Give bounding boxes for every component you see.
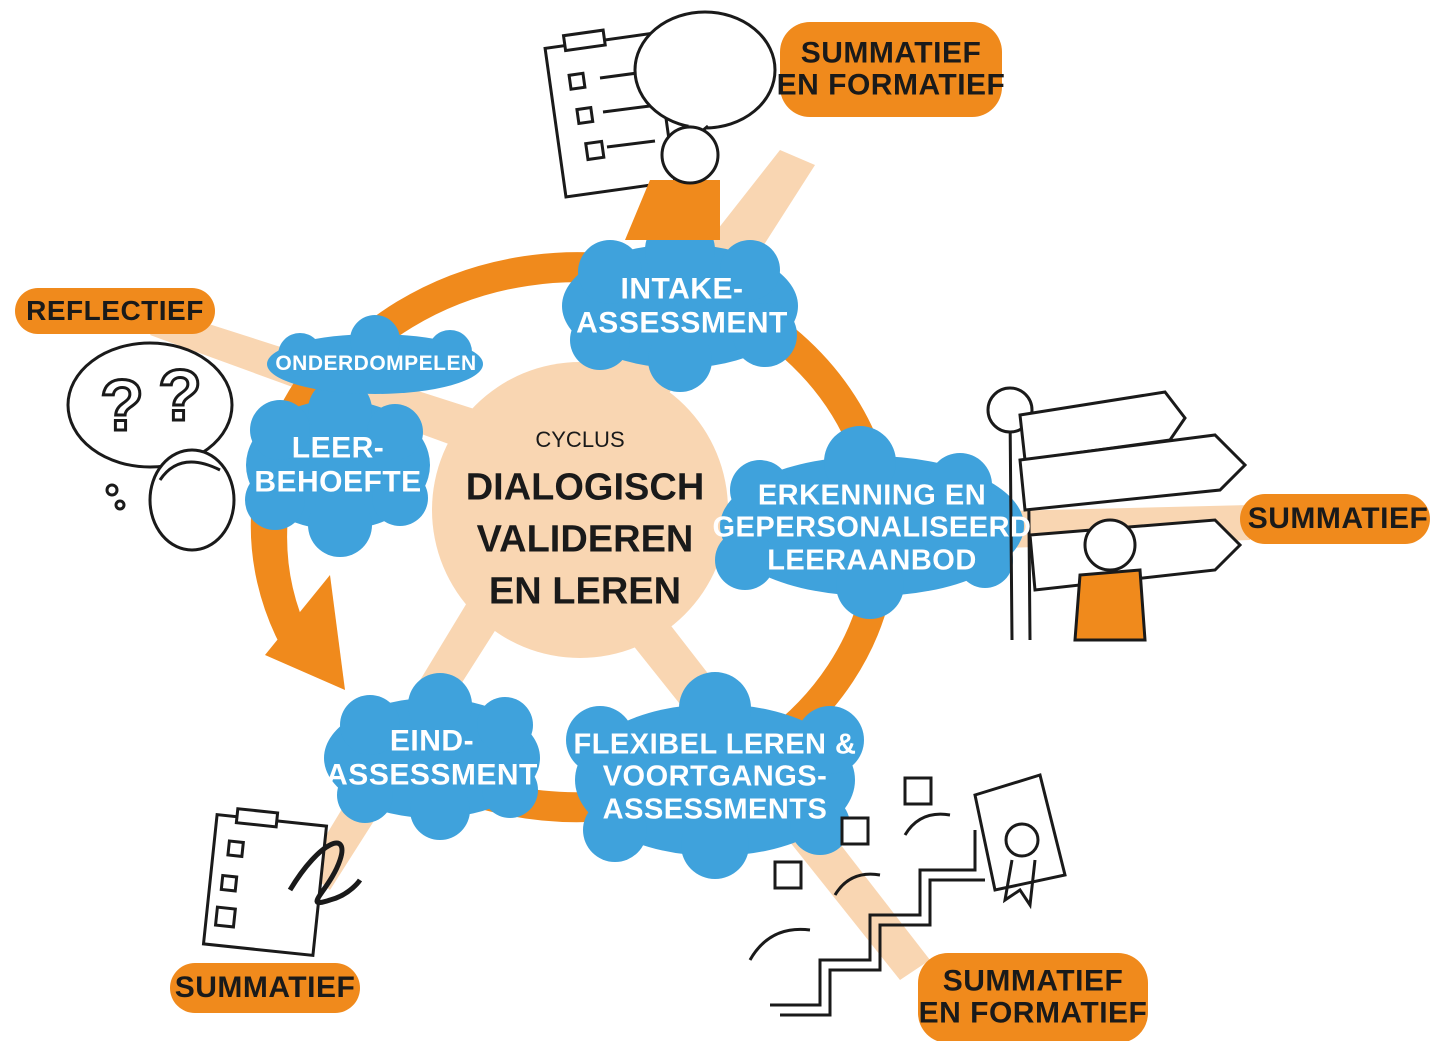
tag-top-right-line-1: SUMMATIEF <box>800 36 982 70</box>
center-title-line-1: DIALOGISCH <box>465 466 705 509</box>
stage-leerbehoefte-line-1: LEER- <box>291 431 385 465</box>
cloud-erkenning <box>715 426 1024 619</box>
cloud-flexibel <box>566 672 864 879</box>
clipboard-speech-bubble-icon <box>543 10 777 240</box>
tag-left-pill <box>15 288 215 334</box>
tag-bottom-right-line-1: SUMMATIEF <box>942 964 1124 998</box>
tag-top-right-pill <box>780 22 1002 117</box>
stage-erkenning-line-1: ERKENNING EN <box>757 479 987 512</box>
staircase-certificate-icon <box>748 773 1067 1017</box>
clipboard-signature-icon <box>201 807 363 958</box>
stage-flexibel-label: FLEXIBEL LEREN & VOORTGANGS- ASSESSMENTS <box>574 728 857 825</box>
stage-eind-line-1: EIND- <box>389 724 475 758</box>
stage-eind-label: EIND- ASSESSMENT <box>326 724 538 791</box>
cloud-leerbehoefte <box>245 378 430 557</box>
tag-top-right-line-2: EN FORMATIEF <box>776 69 1006 102</box>
thinking-person-icon: ? ? <box>66 341 236 552</box>
tag-top-right: SUMMATIEF EN FORMATIEF <box>776 36 1006 103</box>
tag-bottom-left: SUMMATIEF <box>174 970 356 1004</box>
cycle-arrowhead <box>265 575 345 690</box>
tag-right: SUMMATIEF <box>1247 501 1429 535</box>
tag-pills <box>15 22 1430 1043</box>
center-title-line-2: VALIDEREN <box>476 518 694 561</box>
tag-bottom-right: SUMMATIEF EN FORMATIEF <box>918 964 1148 1031</box>
stage-onderdompelen-line-1: ONDERDOMPELEN <box>275 352 477 376</box>
tag-bottom-right-line-2: EN FORMATIEF <box>918 997 1148 1030</box>
cloud-eind <box>324 673 540 840</box>
stage-flexibel-line-3: ASSESSMENTS <box>602 793 828 826</box>
svg-text:?: ? <box>158 356 202 436</box>
tag-right-pill <box>1240 494 1430 544</box>
tag-right-line-1: SUMMATIEF <box>1247 501 1429 535</box>
tag-bottom-left-pill <box>170 963 360 1013</box>
stage-intake-line-2: ASSESSMENT <box>576 306 788 339</box>
stage-intake-label: INTAKE- ASSESSMENT <box>576 272 788 339</box>
stage-erkenning-label: ERKENNING EN GEPERSONALISEERD LEERAANBOD <box>713 479 1032 576</box>
tag-bottom-left-line-1: SUMMATIEF <box>174 970 356 1004</box>
signpost-person-icon <box>986 386 1248 642</box>
stage-intake-line-1: INTAKE- <box>620 272 744 306</box>
tag-bottom-right-pill <box>918 953 1148 1043</box>
stage-flexibel-line-1: FLEXIBEL LEREN & <box>573 728 857 761</box>
stage-leerbehoefte-label: LEER- BEHOEFTE <box>254 431 421 498</box>
stage-onderdompelen-label: ONDERDOMPELEN <box>275 352 476 376</box>
stage-flexibel-line-2: VOORTGANGS- <box>602 760 828 793</box>
cloud-onderdompelen <box>267 315 483 394</box>
tag-left: REFLECTIEF <box>26 294 204 326</box>
center-disc <box>432 362 728 658</box>
center-subtitle: CYCLUS <box>535 427 625 452</box>
tag-left-line-1: REFLECTIEF <box>26 294 204 326</box>
stage-erkenning-line-3: LEERAANBOD <box>767 544 977 577</box>
stage-erkenning-line-2: GEPERSONALISEERD <box>712 511 1032 544</box>
svg-text:?: ? <box>100 366 144 446</box>
stage-eind-line-2: ASSESSMENT <box>326 758 538 791</box>
stage-leerbehoefte-line-2: BEHOEFTE <box>254 465 422 498</box>
center-title-line-3: EN LEREN <box>488 570 682 613</box>
